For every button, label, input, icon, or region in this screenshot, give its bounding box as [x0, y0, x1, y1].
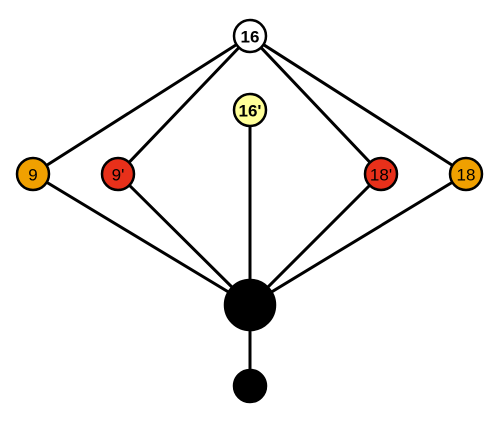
node-label-n18: 18: [457, 166, 476, 185]
node-label-n9p: 9': [112, 166, 125, 185]
node-circle-n16p: [232, 92, 268, 128]
edge-n18p-hub: [248, 172, 383, 307]
node-circle-n9p: [100, 156, 136, 192]
node-hub: [223, 278, 277, 332]
node-circle-tail: [232, 368, 268, 404]
node-n9p: 9': [100, 156, 136, 192]
node-circle-n18p: [363, 156, 399, 192]
node-circle-n18: [448, 156, 484, 192]
edge-n16-n18: [248, 34, 468, 176]
node-label-n16p: 16': [239, 102, 262, 121]
node-n18: 18: [448, 156, 484, 192]
edge-n16-n18p: [248, 34, 383, 176]
node-n18p: 18': [363, 156, 399, 192]
node-label-n18p: 18': [370, 166, 392, 185]
node-circle-n16: [232, 18, 268, 54]
edge-n16-n9: [31, 34, 252, 176]
node-label-n9: 9: [28, 166, 37, 185]
node-circle-hub: [223, 278, 277, 332]
node-n9: 9: [15, 156, 51, 192]
edges-layer: [31, 34, 468, 388]
edge-n9-hub: [31, 172, 252, 307]
edge-n18-hub: [248, 172, 468, 307]
nodes-layer: 16 16' 9 9' 18' 18: [15, 18, 484, 404]
node-tail: [232, 368, 268, 404]
edge-n9p-hub: [116, 172, 252, 307]
node-label-n16: 16: [241, 28, 260, 47]
node-circle-n9: [15, 156, 51, 192]
node-n16p: 16': [232, 92, 268, 128]
edge-n16-n9p: [116, 34, 252, 176]
node-n16: 16: [232, 18, 268, 54]
